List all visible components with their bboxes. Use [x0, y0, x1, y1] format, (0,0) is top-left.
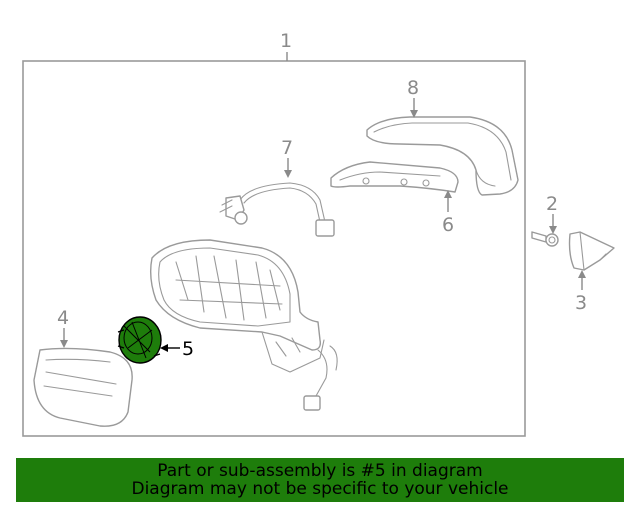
- callout-8[interactable]: 8: [407, 77, 419, 99]
- part-7-harness[interactable]: [219, 182, 335, 237]
- callout-5[interactable]: 5: [182, 338, 194, 360]
- mirror-housing[interactable]: [149, 239, 338, 411]
- banner-line-1: Part or sub-assembly is #5 in diagram: [157, 461, 483, 481]
- callout-3[interactable]: 3: [575, 292, 587, 314]
- callout-7[interactable]: 7: [281, 137, 293, 159]
- callout-2[interactable]: 2: [546, 193, 558, 215]
- callout-1[interactable]: 1: [280, 30, 292, 52]
- part-8-cover[interactable]: [366, 116, 519, 196]
- part-3-bracket[interactable]: [568, 231, 615, 271]
- banner-line-2: Diagram may not be specific to your vehi…: [131, 479, 509, 499]
- part-5-actuator[interactable]: [117, 316, 162, 364]
- part-4-mirror-glass[interactable]: [33, 347, 133, 427]
- callout-6[interactable]: 6: [442, 214, 454, 236]
- info-banner: Part or sub-assembly is #5 in diagram Di…: [16, 458, 624, 502]
- part-6-turn-signal[interactable]: [330, 161, 459, 193]
- part-2-screw[interactable]: [531, 231, 559, 247]
- callout-4[interactable]: 4: [57, 307, 69, 329]
